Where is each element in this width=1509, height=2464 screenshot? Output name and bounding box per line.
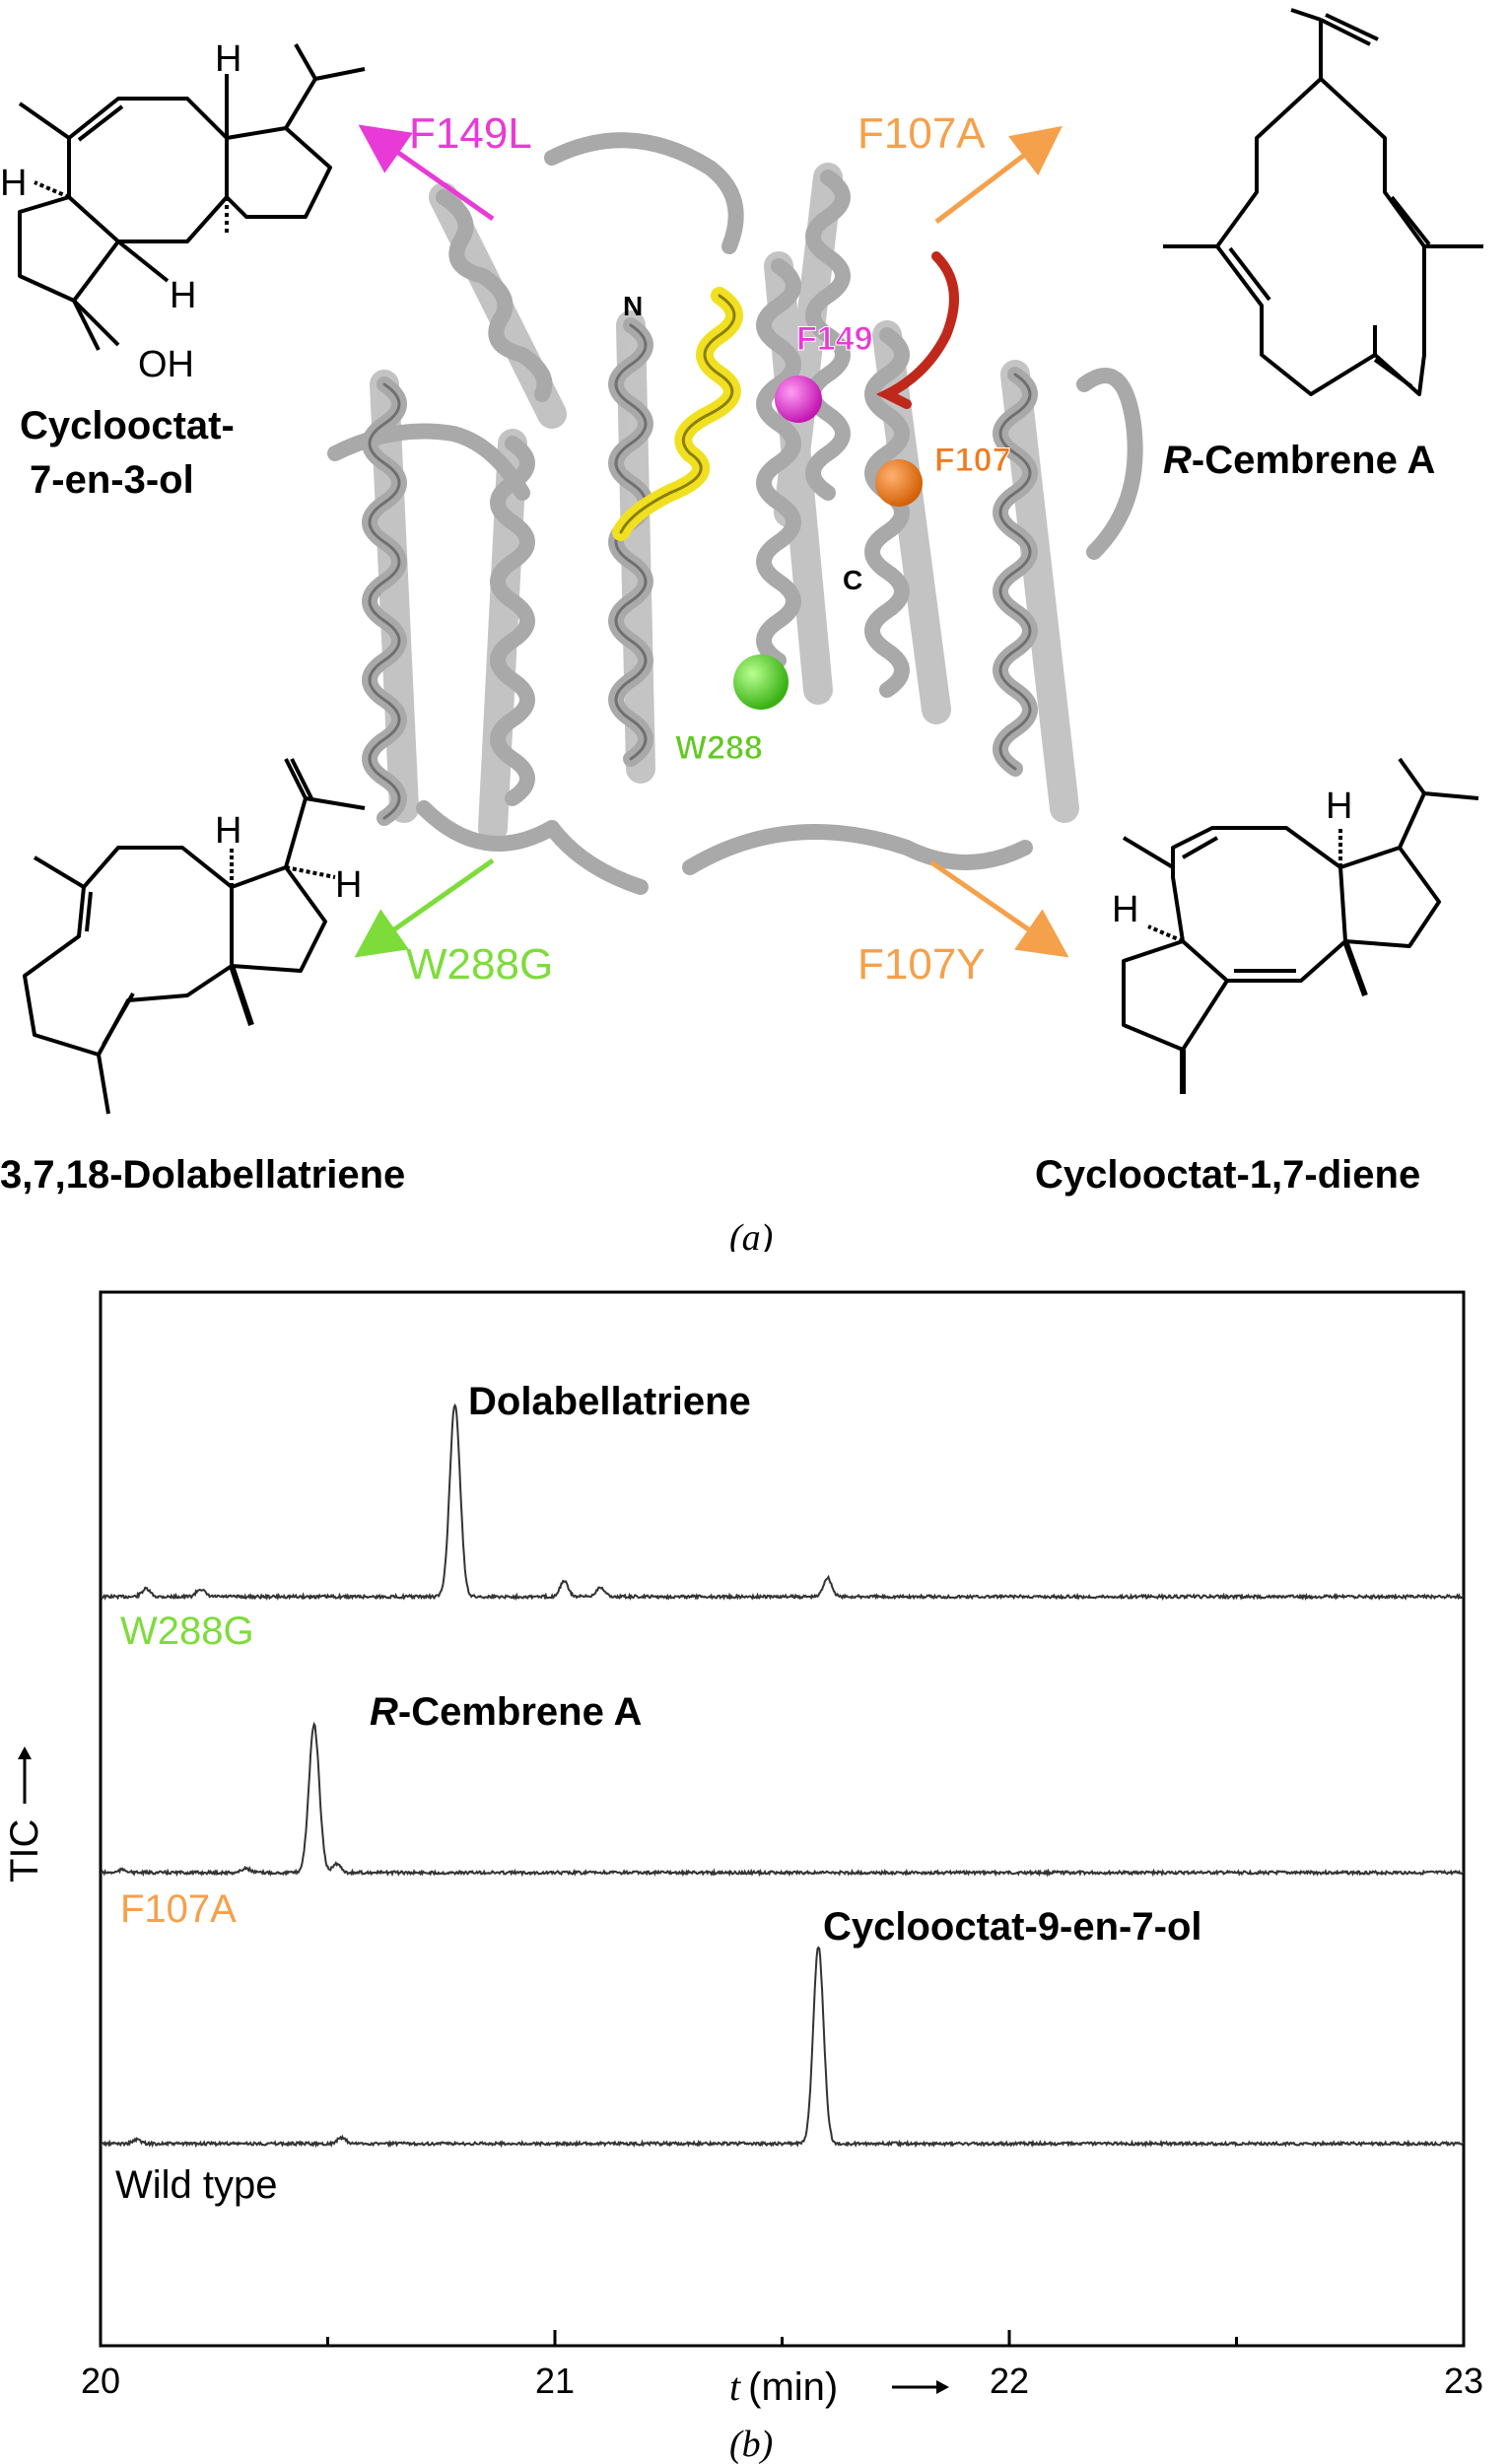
panel-a: N C F149 F107 W288 F149L F107A W288G F10… bbox=[0, 8, 1483, 1252]
series-label-wild-type: Wild type bbox=[115, 2163, 278, 2207]
x-tick-label: 23 bbox=[1444, 2361, 1483, 2401]
trace-wild-type bbox=[100, 1946, 1465, 2149]
panel-caption: (b) bbox=[729, 2424, 773, 2464]
arrow-w288g bbox=[354, 857, 495, 958]
trace-w288g bbox=[100, 1403, 1465, 1602]
x-tick-label: 21 bbox=[535, 2361, 575, 2401]
arrow-f107a bbox=[934, 125, 1063, 224]
mutation-f149l: F149L bbox=[409, 109, 532, 158]
peak-label-cembrene: R-Cembrene A bbox=[370, 1690, 642, 1734]
x-axis-var: t bbox=[729, 2364, 741, 2409]
x-axis-label: t(min) bbox=[729, 2364, 838, 2409]
compound-name: R-Cembrene A bbox=[1163, 439, 1435, 482]
panel-b: 20 21 22 23 Dolabellatriene R-Cembrene A Cy… bbox=[0, 1252, 1509, 2464]
peak-label-dolabellatriene: Dolabellatriene bbox=[468, 1380, 751, 1423]
structure-dolabellatriene bbox=[23, 758, 366, 1115]
chromatogram-traces bbox=[100, 1403, 1465, 2149]
panel-caption: (a) bbox=[729, 1217, 773, 1252]
mutation-f107a: F107A bbox=[857, 109, 986, 158]
red-loop bbox=[875, 251, 959, 409]
compound-name: Cyclooctat- bbox=[20, 404, 235, 447]
compound-name-prefix: R bbox=[1163, 439, 1192, 482]
label-n-terminus: N bbox=[623, 291, 643, 321]
y-axis-arrowhead bbox=[18, 1746, 32, 1759]
x-tick-label: 20 bbox=[81, 2361, 120, 2401]
x-axis-arrowhead bbox=[936, 2380, 949, 2394]
protein-ribbon bbox=[327, 132, 1143, 895]
label-f107: F107 bbox=[934, 442, 1011, 479]
atom-h: H bbox=[1326, 786, 1352, 827]
yellow-helix bbox=[612, 287, 743, 541]
label-w288: W288 bbox=[675, 729, 763, 767]
trace-f107a bbox=[100, 1721, 1465, 1878]
y-axis-label: TIC bbox=[3, 1746, 46, 1882]
x-axis-ticks: 20 21 22 23 bbox=[81, 2330, 1483, 2401]
f149-sphere bbox=[775, 376, 822, 423]
label-f149: F149 bbox=[796, 320, 873, 358]
structure-cyclooctadiene bbox=[1122, 757, 1479, 1094]
arrow-f107y bbox=[929, 859, 1069, 958]
compound-name: 3,7,18-Dolabellatriene bbox=[0, 1153, 405, 1197]
compound-name: 7-en-3-ol bbox=[30, 458, 194, 502]
atom-h: H bbox=[170, 275, 196, 316]
compound-name: Cyclooctat-1,7-diene bbox=[1035, 1153, 1420, 1197]
peak-label-cyclooctatenol: Cyclooctat-9-en-7-ol bbox=[823, 1905, 1202, 1949]
x-tick-label: 22 bbox=[990, 2361, 1029, 2401]
compound-name-rest: -Cembrene A bbox=[1192, 439, 1435, 482]
y-axis-label-text: TIC bbox=[3, 1819, 46, 1882]
mutation-f107y: F107Y bbox=[857, 940, 986, 989]
atom-h: H bbox=[215, 810, 241, 852]
peak-label-cembrene-prefix: R bbox=[370, 1690, 398, 1734]
chromatogram-chart: 20 21 22 23 Dolabellatriene R-Cembrene A Cy… bbox=[3, 1290, 1483, 2464]
w288-sphere bbox=[733, 654, 789, 710]
atom-h: H bbox=[335, 864, 362, 906]
atom-h: H bbox=[0, 163, 27, 204]
plot-frame bbox=[99, 1290, 1466, 2348]
series-label-f107a: F107A bbox=[120, 1887, 237, 1931]
structure-cyclooctatenol bbox=[18, 43, 366, 351]
f107-sphere bbox=[875, 459, 923, 507]
panel-a-figure: N C F149 F107 W288 F149L F107A W288G F10… bbox=[0, 8, 1483, 1252]
label-c-terminus: C bbox=[843, 565, 862, 595]
x-axis-unit: (min) bbox=[748, 2365, 838, 2409]
atom-oh: OH bbox=[138, 344, 194, 385]
atom-h: H bbox=[1112, 889, 1138, 930]
peak-label-cembrene-rest: -Cembrene A bbox=[398, 1690, 642, 1734]
atom-h: H bbox=[215, 38, 241, 80]
mutation-w288g: W288G bbox=[406, 940, 553, 989]
structure-cembrene bbox=[1163, 8, 1483, 396]
series-label-w288g: W288G bbox=[120, 1609, 254, 1653]
arrow-f149l bbox=[358, 124, 495, 222]
